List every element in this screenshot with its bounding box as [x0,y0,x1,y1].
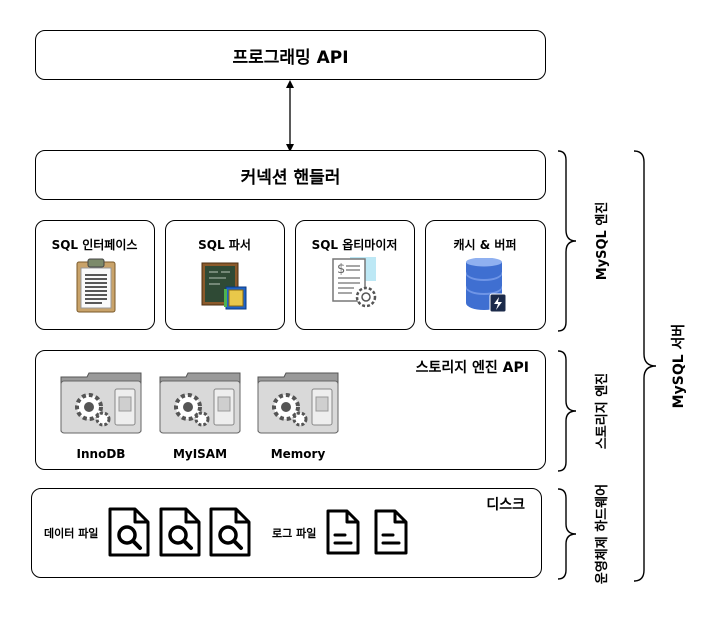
text-file-icon [326,509,360,555]
chalkboard-book-icon [201,262,247,310]
sql-optimizer-box: SQL 옵티마이저 $ [295,220,415,330]
connection-handler-box: 커넥션 핸들러 [35,150,546,200]
database-icon [466,258,507,313]
sql-parser-label: SQL 파서 [198,238,251,252]
drive-gear-icon [60,372,142,434]
storage-engine-api-title: 스토리지 엔진 API [415,360,529,376]
cache-buffer-label: 캐시 & 버퍼 [453,238,517,252]
storage-engine-api-box: 스토리지 엔진 API InnoDB MyISAM Memory [35,350,546,470]
sql-optimizer-label: SQL 옵티마이저 [311,238,398,252]
clipboard-icon [76,258,116,313]
storage-engine-label: 스토리지 엔진 [595,372,610,450]
search-file-icon [159,507,201,557]
mysql-server-bracket [633,150,657,582]
sql-parser-box: SQL 파서 [165,220,285,330]
mysql-server-label: MySQL 서버 [671,323,687,409]
mysql-engine-bracket [557,150,577,332]
innodb-label: InnoDB [76,447,126,461]
double-arrow [286,80,294,152]
svg-text:$: $ [337,262,345,277]
sql-interface-box: SQL 인터페이스 [35,220,155,330]
disk-title: 디스크 [486,497,525,513]
programming-api-label: 프로그래밍 API [232,47,349,68]
os-hardware-label: 운영체제 하드웨어 [595,483,610,585]
data-files-label: 데이터 파일 [44,527,99,540]
cache-buffer-box: 캐시 & 버퍼 [425,220,546,330]
mysql-engine-label: MySQL 엔진 [595,201,610,281]
search-file-icon [108,507,150,557]
connection-handler-label: 커넥션 핸들러 [240,167,341,188]
memory-label: Memory [270,447,326,461]
sql-interface-label: SQL 인터페이스 [51,238,138,252]
document-gear-icon: $ [332,257,377,308]
os-hardware-bracket [557,488,577,580]
drive-gear-icon [159,372,241,434]
log-files-label: 로그 파일 [272,527,317,540]
disk-box: 디스크 데이터 파일 로그 파일 [31,488,542,578]
search-file-icon [209,507,251,557]
drive-gear-icon [257,372,339,434]
text-file-icon [374,509,408,555]
myisam-label: MyISAM [172,447,228,461]
storage-engine-bracket [557,350,577,472]
programming-api-box: 프로그래밍 API [35,30,546,80]
